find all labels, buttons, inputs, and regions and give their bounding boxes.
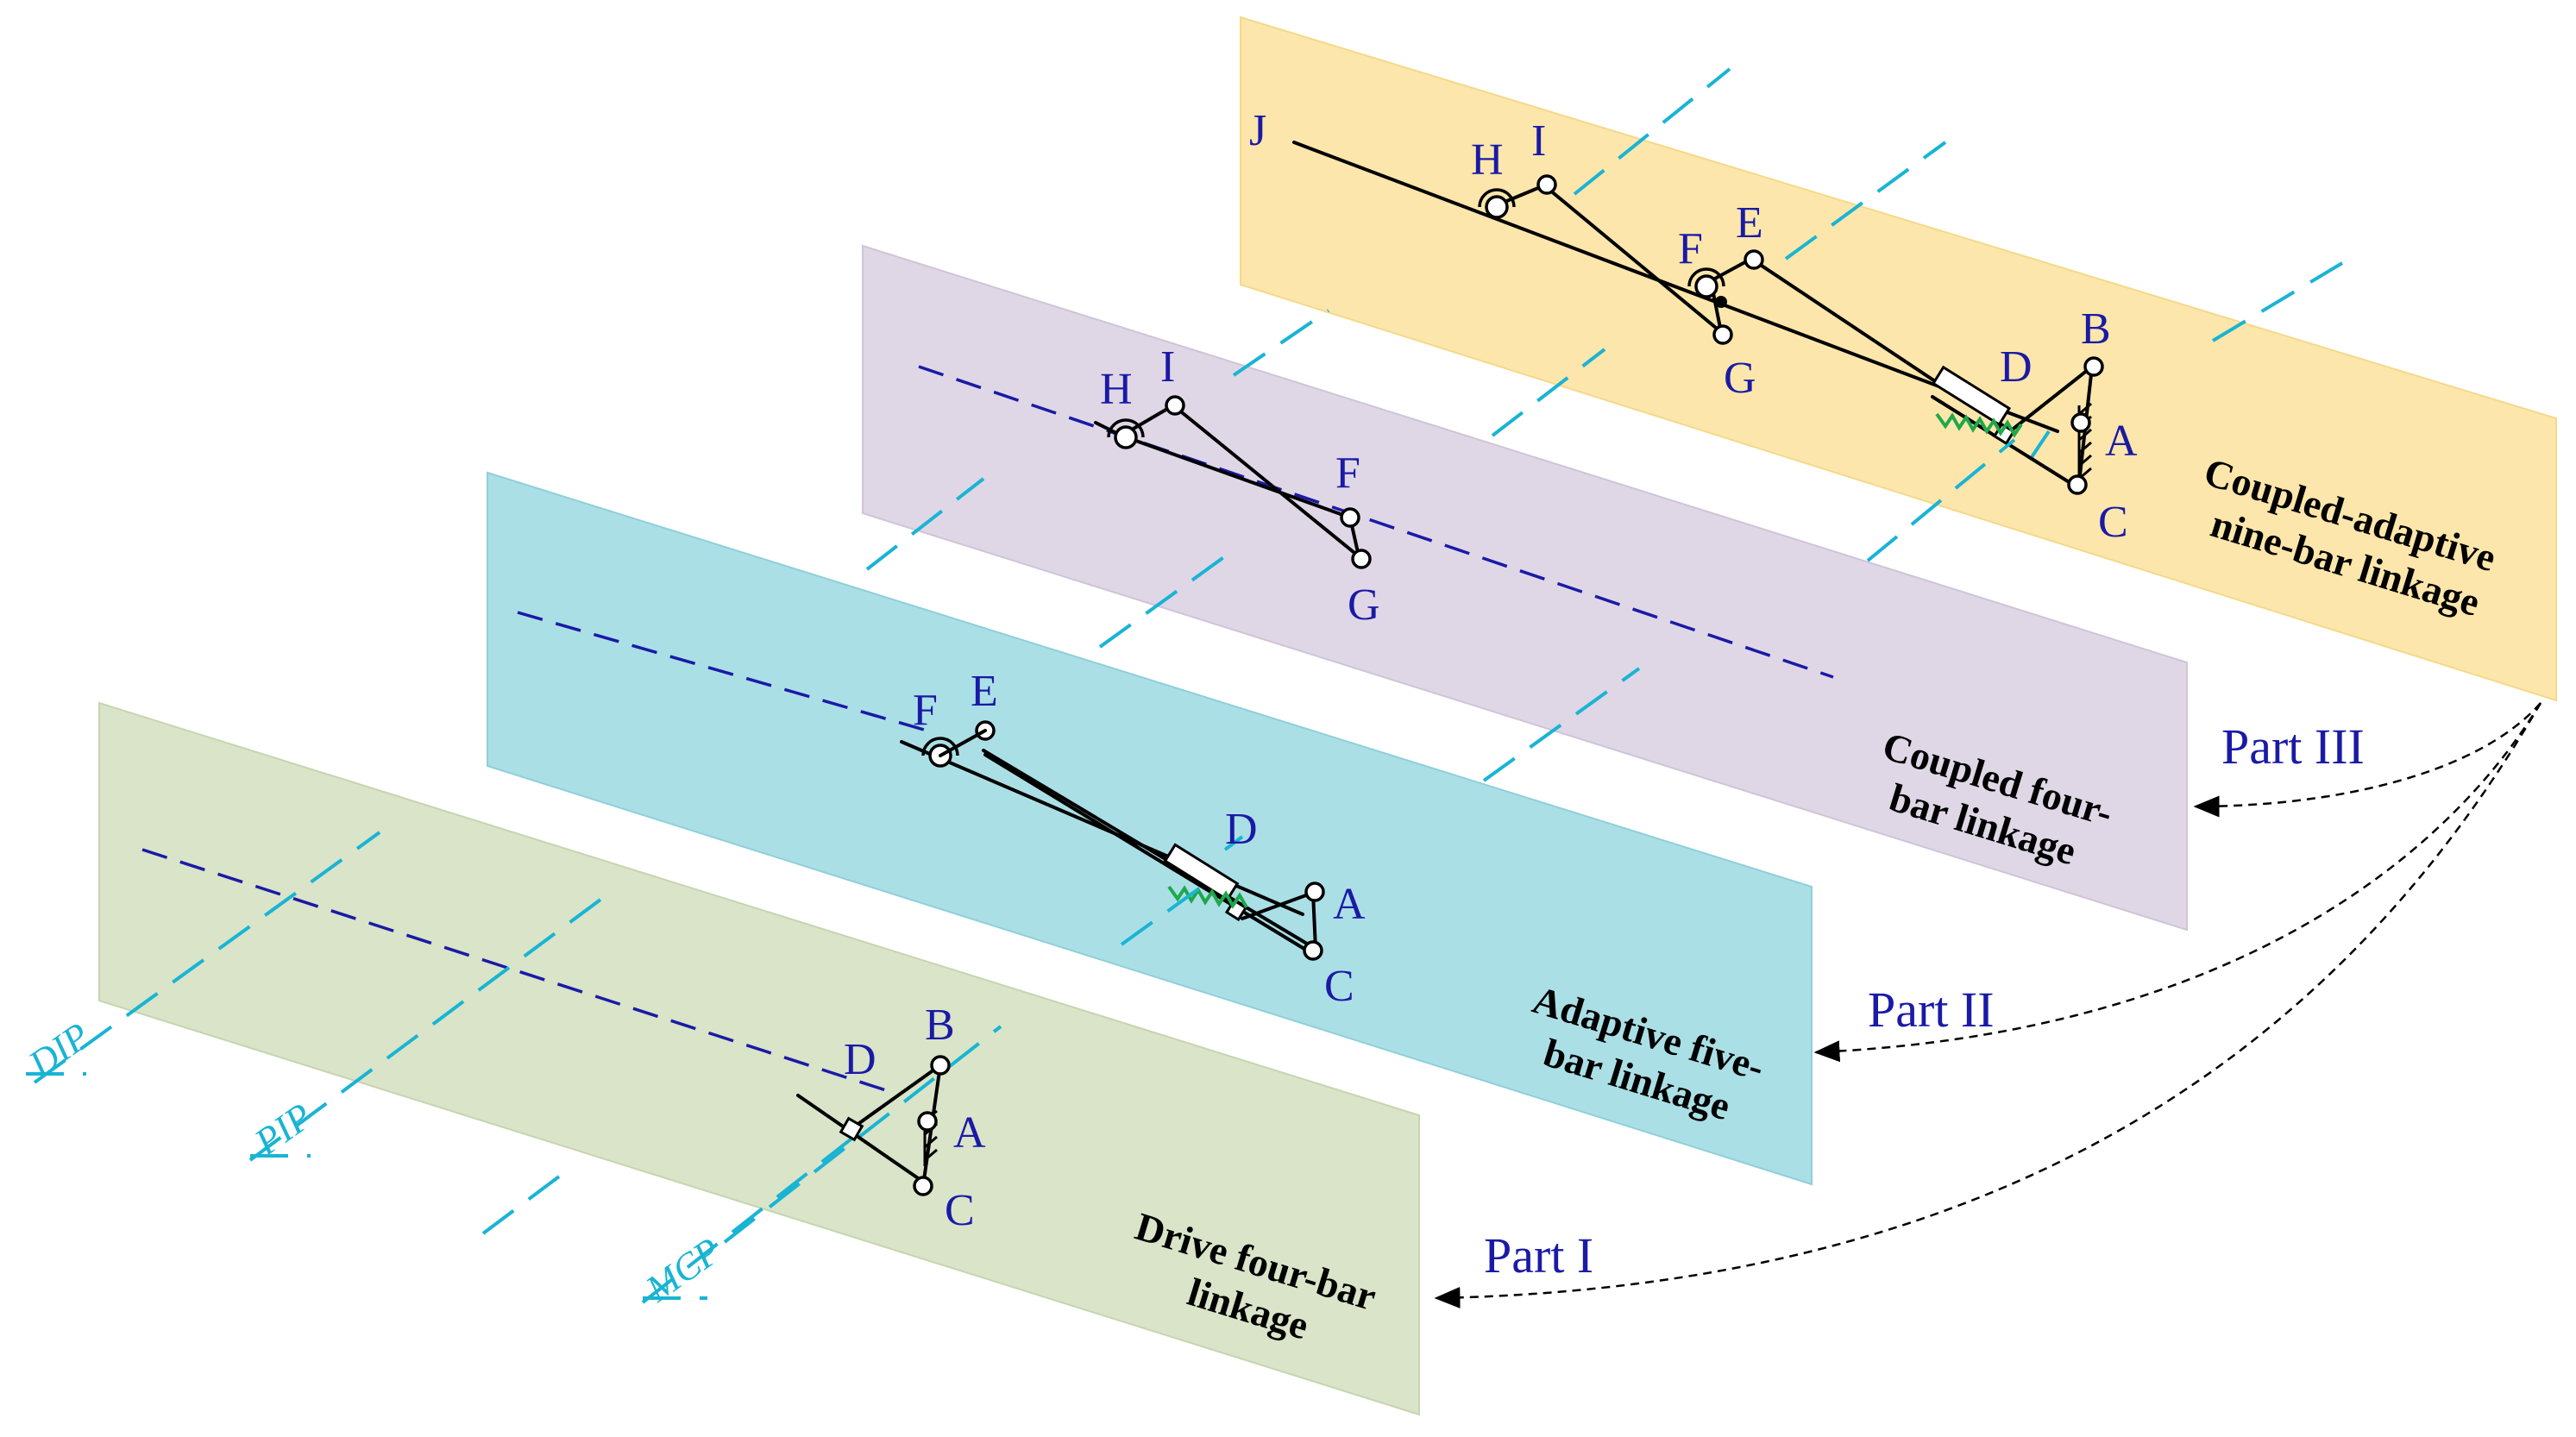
point-adaptive-E: E: [971, 667, 998, 716]
plane-coupled-four-bar: H I F G Coupled four- bar linkage: [862, 244, 2188, 932]
plane-drive-surface: [98, 701, 1420, 1416]
joint-coupled-F: [1340, 507, 1360, 528]
point-nine-G: G: [1724, 354, 1756, 403]
joint-drive-B: [930, 1055, 951, 1076]
point-coupled-H: H: [1100, 365, 1133, 414]
point-nine-I: I: [1531, 116, 1546, 166]
point-nine-F: F: [1678, 224, 1703, 273]
point-drive-B: B: [925, 1001, 955, 1050]
joint-nine-I: [1536, 174, 1557, 195]
point-nine-J: J: [1249, 106, 1266, 155]
joint-adaptive-C: [1303, 940, 1323, 961]
joint-drive-A: [917, 1111, 938, 1132]
plane-coupled-surface: [862, 244, 2188, 932]
plane-adaptive-surface: [487, 471, 1813, 1186]
point-coupled-I: I: [1160, 342, 1175, 392]
point-nine-B: B: [2081, 304, 2111, 354]
joint-drive-C: [913, 1176, 933, 1196]
joint-nine-A: [2070, 412, 2091, 433]
plane-adaptive-five-bar: F E D A C Adaptive five- bar linkage: [487, 471, 1813, 1186]
point-coupled-F: F: [1335, 449, 1360, 498]
plane-nine-bar: J H I F E G D B A C Coupled-adaptive nin…: [1240, 16, 2557, 702]
part-arrows: Part III Part II Part I: [1434, 702, 2542, 1308]
point-nine-H: H: [1471, 135, 1504, 185]
joint-nine-B: [2083, 356, 2104, 377]
point-adaptive-F: F: [913, 686, 938, 735]
point-drive-C: C: [945, 1186, 975, 1235]
joint-adaptive-A: [1304, 882, 1325, 902]
joint-coupled-G: [1351, 549, 1372, 569]
point-drive-D: D: [844, 1035, 876, 1084]
joint-nine-F: [1694, 274, 1718, 298]
part-i-label: Part I: [1484, 1227, 1593, 1283]
joint-nine-E: [1744, 249, 1764, 270]
joint-coupled-I: [1165, 395, 1185, 416]
point-nine-E: E: [1736, 198, 1763, 248]
joint-coupled-H: [1114, 425, 1138, 449]
point-coupled-G: G: [1348, 580, 1380, 630]
point-adaptive-A: A: [1333, 880, 1366, 929]
point-nine-C: C: [2098, 498, 2128, 547]
part-ii-label: Part II: [1868, 982, 1995, 1038]
part-iii-label: Part III: [2221, 718, 2365, 775]
joint-nine-H: [1485, 195, 1509, 219]
point-drive-A: A: [953, 1108, 986, 1158]
point-nine-D: D: [2000, 342, 2033, 392]
point-nine-A: A: [2105, 417, 2138, 466]
joint-nine-G: [1712, 324, 1733, 345]
joint-nine-C: [2067, 474, 2088, 495]
point-adaptive-C: C: [1324, 962, 1354, 1011]
point-adaptive-D: D: [1225, 805, 1258, 854]
